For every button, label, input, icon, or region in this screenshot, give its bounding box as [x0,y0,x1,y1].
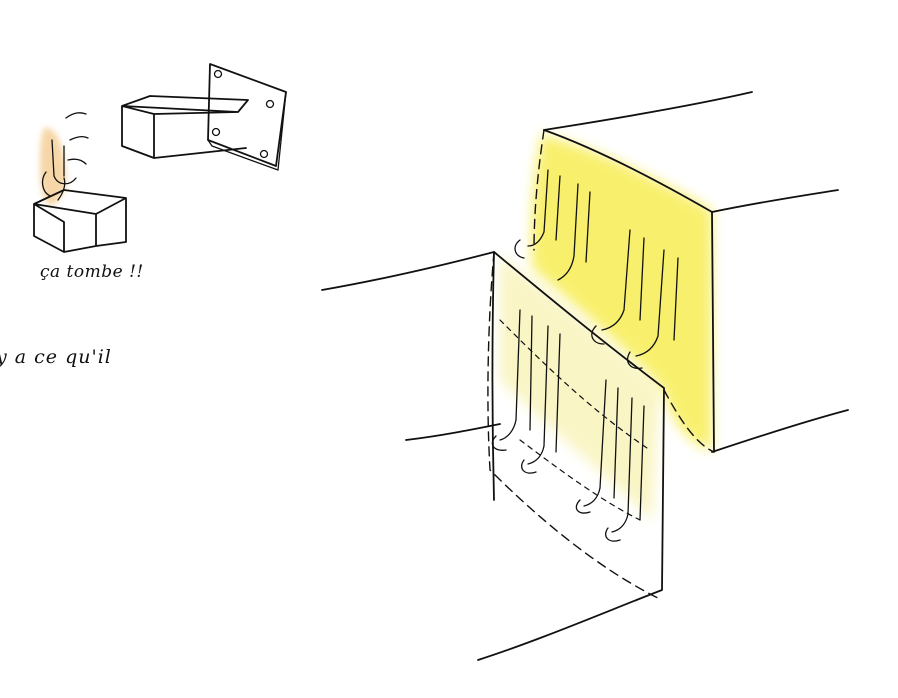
bolt-icon [213,129,220,136]
bolt-icon [261,151,268,158]
caption-handwritten-note: y a ce qu'il [0,346,112,368]
back-block-bottom-edge [712,410,848,452]
interlocking-blocks-drawing [322,92,848,660]
caption-it-falls: ça tombe !! [40,262,144,282]
wall-mounted-beam-sketch [122,64,286,170]
front-block-left-edge [493,252,495,500]
hand-lifting-block-sketch [34,113,126,252]
back-block-right-edge [712,190,838,212]
bolt-icon [215,71,222,78]
bolt-icon [267,101,274,108]
front-block-top-edge [322,252,494,290]
motion-lines [66,113,88,164]
back-block-top-edge [544,92,752,130]
front-block-mid-edge [406,424,500,440]
